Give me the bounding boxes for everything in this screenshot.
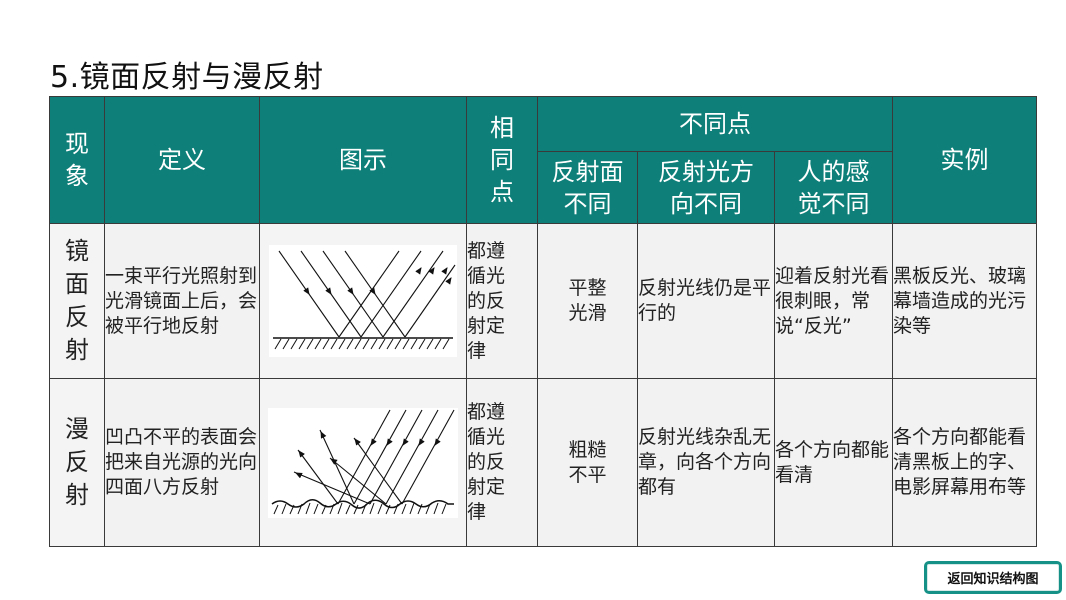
header-examples: 实例: [892, 96, 1038, 224]
examples-cell: 黑板反光、玻璃幕墙造成的光污染等: [892, 223, 1038, 379]
specular-reflection-diagram: [269, 245, 457, 357]
surface-cell: 粗糙不平: [537, 378, 638, 547]
back-to-knowledge-map-button[interactable]: 返回知识结构图: [924, 561, 1062, 594]
header-direction: 反射光方向不同: [637, 151, 775, 224]
definition-cell: 凹凸不平的表面会把来自光源的光向四面八方反射: [104, 378, 260, 547]
similarity-cell: 都遵循光的反射定律: [466, 378, 538, 547]
row-name: 漫反射: [49, 378, 105, 547]
definition-cell: 一束平行光照射到光滑镜面上后，会被平行地反射: [104, 223, 260, 379]
direction-cell: 反射光线杂乱无章，向各个方向都有: [637, 378, 775, 547]
page-title: 5.镜面反射与漫反射: [50, 60, 324, 95]
header-perception: 人的感觉不同: [773, 151, 894, 224]
header-diagram: 图示: [259, 96, 467, 224]
table-row: 漫反射 凹凸不平的表面会把来自光源的光向四面八方反射: [49, 378, 1038, 547]
header-phenomenon: 现象: [49, 96, 105, 224]
header-differences: 不同点: [536, 96, 894, 152]
examples-cell: 各个方向都能看清黑板上的字、电影屏幕用布等: [892, 378, 1038, 547]
table-row: 镜面反射 一束平行光照射到光滑镜面上后，会被平行地反射: [49, 223, 1038, 379]
row-name: 镜面反射: [49, 223, 105, 379]
comparison-table: 现象 定义 图示 相同点 不同点 实例 反射面不同 反射光方向不同 人的感觉不同…: [49, 96, 1038, 547]
similarity-cell: 都遵循光的反射定律: [466, 223, 538, 379]
diffuse-reflection-diagram: [268, 407, 458, 518]
diagram-cell: [259, 223, 467, 379]
perception-cell: 各个方向都能看清: [773, 378, 894, 547]
direction-cell: 反射光线仍是平行的: [637, 223, 775, 379]
header-surface: 反射面不同: [537, 151, 638, 224]
diagram-cell: [259, 378, 467, 547]
header-similarity: 相同点: [466, 96, 538, 224]
surface-cell: 平整光滑: [537, 223, 638, 379]
perception-cell: 迎着反射光看很刺眼，常说“反光”: [773, 223, 894, 379]
header-definition: 定义: [104, 96, 260, 224]
